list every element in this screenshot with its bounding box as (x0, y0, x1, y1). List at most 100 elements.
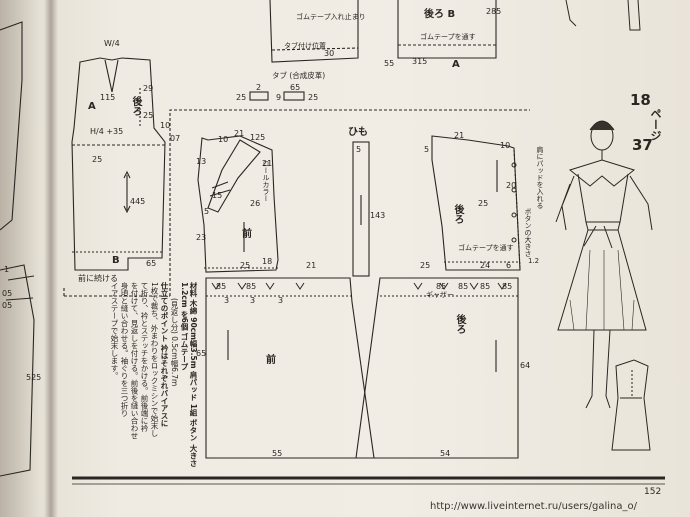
left-strip-dim: 05 (2, 301, 13, 310)
skirt-front-label: 前 (266, 355, 276, 366)
pants-label-b: B (112, 255, 120, 266)
top-label-a: A (452, 59, 460, 70)
instruction-col-2: 仕立てのポイント 衿はそれぞれバイアスに (160, 282, 169, 428)
top-dim: 30 (324, 49, 335, 58)
pad-note: 肩にパッドを入れる (536, 146, 544, 209)
left-strip-dim: 525 (26, 373, 42, 382)
button-mark (511, 162, 517, 168)
bodice-front-dim: 23 (196, 233, 207, 242)
left-strip-piece (0, 21, 23, 231)
bodice-front-dim: 26 (250, 199, 261, 208)
top-dim: 65 (290, 83, 301, 92)
skirt-length-back: 64 (520, 361, 531, 370)
button-note: ボタンの大きさ (524, 208, 532, 257)
top-dim: 25 (308, 93, 319, 102)
top-elastic-note-b: ゴムテープを通す (420, 33, 476, 41)
tie-title: ひも (348, 127, 368, 138)
model-sash (585, 221, 621, 231)
skirt-back-outline (355, 277, 519, 459)
pants-dim: 115 (100, 93, 116, 102)
bodice-back-dim: 25 (420, 261, 431, 270)
tie-length: 143 (370, 211, 386, 220)
top-dim: 25 (236, 93, 247, 102)
model-legs (585, 329, 611, 409)
section-divider (63, 109, 530, 297)
tie-width: 5 (356, 145, 362, 154)
skirt-back-dim: 85 (502, 282, 513, 291)
pleat-marks-front (211, 282, 305, 290)
bodice-front-dim: 5 (204, 207, 210, 216)
model-back-view (611, 359, 651, 451)
issue-suffix: ページ (649, 108, 662, 141)
top-dim: 315 (412, 57, 428, 66)
tab-piece-b (283, 91, 305, 101)
bodice-back-dim: 21 (454, 131, 465, 140)
bodice-front-dim: 25 (240, 261, 251, 270)
pants-dim: 65 (146, 259, 157, 268)
instruction-col-3: 1枚で裁ち、外まわりをロックミシンで始末し (150, 282, 159, 437)
bodice-back-dim: 5 (424, 145, 430, 154)
left-strip-lower (0, 264, 35, 477)
bodice-front-dim: 21 (306, 261, 317, 270)
skirt-front-dim: 3 (224, 296, 230, 305)
instruction-col-5: を付けて、見返しを付ける。前後を縫い合わせ (130, 282, 139, 440)
top-dim: 55 (384, 59, 395, 68)
tab-position-note: タブ付け位置 (284, 42, 326, 50)
pants-join-note: 前に続ける (78, 274, 118, 283)
pants-dart (104, 59, 119, 93)
bodice-back-dim: 25 (478, 199, 489, 208)
bodice-front-dim: 21 (262, 159, 273, 168)
tab-piece-a (249, 91, 269, 101)
bodice-front-dim: 15 (212, 191, 223, 200)
bodice-front-dim: 125 (250, 133, 266, 142)
skirt-back-label: 後ろ (454, 314, 465, 334)
pants-dim: 445 (130, 197, 146, 206)
issue-label: 18 (630, 91, 651, 109)
skirt-front-outline (205, 277, 375, 459)
pants-dim: 25 (92, 155, 103, 164)
pants-dim: 25 (143, 111, 154, 120)
skirt-back-dim: 85 (458, 282, 469, 291)
skirt-hem-front: 55 (272, 449, 283, 458)
bodice-back-dim: 24 (480, 261, 491, 270)
instruction-col-0: 材料 木綿 90cm幅3.5m 肩パッド 1組 ボタン 大きさ1.2cm を6個… (180, 282, 198, 467)
pleat-marks-back (413, 282, 507, 290)
pants-outline (71, 57, 166, 271)
bodice-front-label: 前 (242, 229, 252, 240)
pants-waist-formula: W/4 (104, 39, 120, 48)
page-gutter (44, 0, 58, 517)
top-elastic-note-a: ゴムテープ入れ止まり (296, 13, 366, 21)
instruction-col-4: て折り、衿とステッチをかける。前後端に衿 (140, 282, 149, 432)
bodice-back-outline (431, 135, 521, 271)
roll-collar (207, 139, 261, 213)
bodice-back-dim: 10 (500, 141, 511, 150)
tab-label: タブ (合成皮革) (272, 71, 326, 80)
pants-hip-formula: H/4 +35 (90, 127, 124, 136)
left-strip-dim: 1 (4, 265, 10, 274)
top-dim: 2 (256, 83, 262, 92)
skirt-front-dim: 85 (246, 282, 257, 291)
top-dim: 9 (276, 93, 282, 102)
bodice-back-label: 後ろ (452, 204, 463, 224)
model-collar (568, 159, 636, 187)
tie-piece (352, 141, 370, 277)
skirt-back-dim: 85 (436, 282, 447, 291)
pants-dim: 07 (170, 134, 181, 143)
instruction-col-7: イアステープで始末します。 (110, 282, 119, 380)
bodice-front-dim: 21 (234, 129, 245, 138)
model-skirt (557, 229, 647, 331)
bodice-back-dim: 20 (506, 181, 517, 190)
pants-label-a: A (88, 101, 96, 112)
bodice-back-dim: 6 (506, 261, 512, 270)
skirt-front-dim: 3 (278, 296, 284, 305)
fashion-illustration (555, 0, 653, 451)
issue-page: 37 (632, 136, 653, 154)
watermark-url[interactable]: http://www.liveinternet.ru/users/galina_… (430, 501, 637, 512)
instruction-col-6: 身頃と縫い合わせる。袖ぐりを三つ折り (120, 282, 129, 417)
gather-note: ギャザー (426, 291, 454, 299)
instruction-col-1: (見返し分) 0.5cm幅6.7m (170, 298, 179, 387)
model-arm-left (555, 175, 575, 231)
skirt-back-dim: 85 (480, 282, 491, 291)
bodice-front-outline (197, 135, 279, 273)
